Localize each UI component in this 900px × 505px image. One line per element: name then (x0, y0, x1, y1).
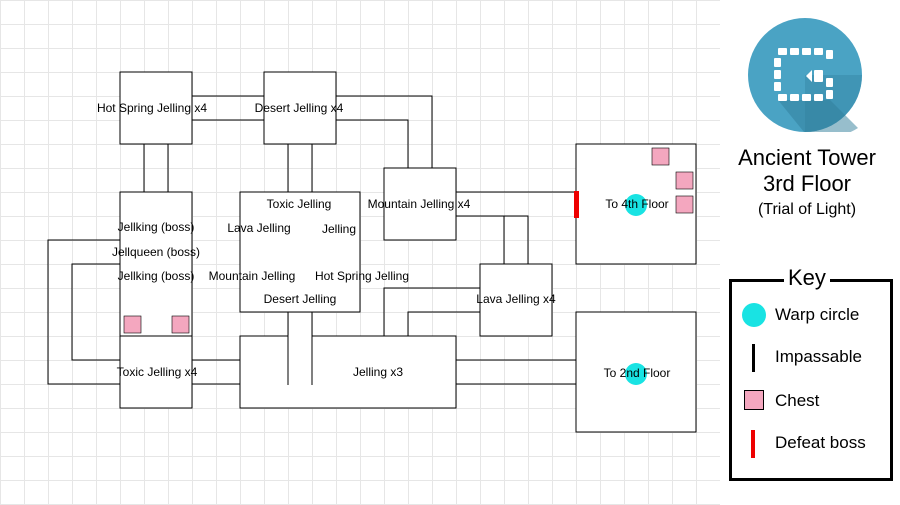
map-subtitle: (Trial of Light) (757, 201, 857, 218)
chest-icon (742, 388, 768, 414)
legend-item-boss: Defeat boss (742, 430, 892, 458)
legend-title: Key (784, 266, 830, 290)
impassable-wall-icon (742, 344, 768, 372)
legend-label: Defeat boss (775, 433, 866, 452)
room-lava (479, 263, 553, 337)
room-boss (119, 191, 193, 337)
label-to-4th: To 4th Floor (605, 197, 668, 211)
chest (171, 315, 190, 334)
legend-item-chest: Chest (742, 388, 892, 414)
legend-item-warp: Warp circle (742, 302, 892, 328)
legend-label: Impassable (775, 347, 862, 366)
legend-item-impassable: Impassable (742, 344, 892, 372)
warp-circle-icon (742, 302, 768, 328)
room-toxic (119, 335, 193, 409)
label-center-mountain: Mountain Jelling (209, 269, 296, 283)
label-boss-3: Jellking (boss) (118, 269, 195, 283)
legend-label: Chest (775, 391, 820, 410)
label-to-2nd: To 2nd Floor (604, 366, 671, 380)
floor-map: Hot Spring Jelling x4 Desert Jelling x4 … (47, 71, 697, 433)
chest (675, 171, 694, 190)
legend-label: Warp circle (775, 305, 860, 324)
room-hot-spring (119, 71, 193, 145)
label-lava: Lava Jelling x4 (476, 292, 556, 306)
warp-circle (625, 363, 647, 385)
label-desert: Desert Jelling x4 (255, 101, 344, 115)
label-boss-2: Jellqueen (boss) (112, 245, 200, 259)
chest (651, 147, 670, 166)
label-center-hot-spring: Hot Spring Jelling (315, 269, 409, 283)
room-jelling (239, 335, 457, 409)
boss-gate (574, 191, 579, 218)
label-mountain: Mountain Jelling x4 (368, 197, 471, 211)
map-title-line2: 3rd Floor (762, 171, 852, 196)
label-toxic: Toxic Jelling x4 (117, 365, 198, 379)
map-title-line1: Ancient Tower (738, 145, 876, 170)
chest (123, 315, 142, 334)
label-center-lava: Lava Jelling (227, 221, 290, 235)
label-hot-spring: Hot Spring Jelling x4 (97, 101, 207, 115)
room-center (239, 191, 361, 313)
room-mountain (383, 167, 457, 241)
warp-circle (625, 194, 647, 216)
boss-wall-icon (742, 430, 768, 458)
label-jelling: Jelling x3 (353, 365, 403, 379)
label-boss-1: Jellking (boss) (118, 220, 195, 234)
room-desert (263, 71, 337, 145)
chest (675, 195, 694, 214)
label-center-toxic: Toxic Jelling (267, 197, 332, 211)
label-center-jelling: Jelling (322, 222, 356, 236)
dungeon-gate-icon (748, 18, 862, 132)
label-center-desert: Desert Jelling (264, 292, 337, 306)
